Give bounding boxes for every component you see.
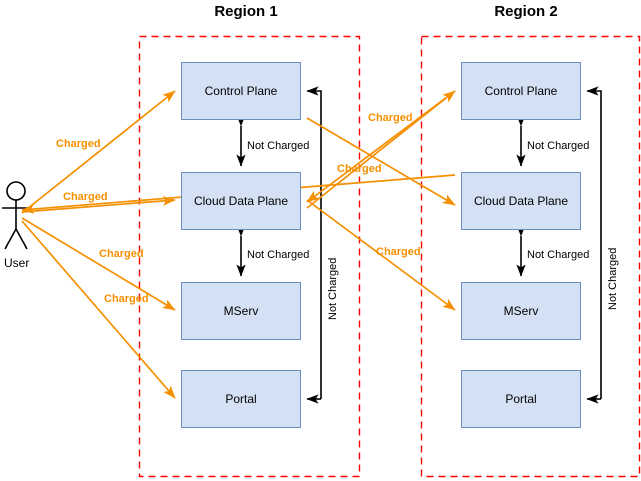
r1-charged-user-to-mserv bbox=[21, 217, 176, 311]
edge-label-user-to-r1-cloud-data-plane: Charged bbox=[63, 191, 108, 203]
edge-label-charged-to-r2-control-plane: Charged bbox=[368, 112, 413, 124]
region-1-boundary bbox=[138, 35, 361, 478]
region-2-title: Region 2 bbox=[494, 3, 558, 20]
edge-label-r1-cp-cdp: Not Charged bbox=[247, 140, 310, 152]
edge-label-charged-to-r1-cloud-data-plane: Charged bbox=[337, 163, 382, 175]
node-label: Cloud Data Plane bbox=[473, 194, 569, 208]
r1-charged-user-to-portal bbox=[21, 220, 176, 399]
charged-to-r2-mserv bbox=[306, 199, 456, 311]
region-2-boundary bbox=[420, 35, 641, 478]
region-1-title: Region 1 bbox=[214, 3, 278, 20]
r2-edge-portal-cp bbox=[586, 86, 602, 399]
r1-edge-portal-cp bbox=[306, 86, 322, 399]
edge-label-user-to-r1-control-plane: Charged bbox=[56, 138, 101, 150]
node-label: Portal bbox=[505, 392, 537, 406]
node-label: MServ bbox=[223, 304, 259, 318]
edge-label-r1-portal-cp-vertical: Not Charged bbox=[327, 257, 339, 320]
node-r1-control-plane[interactable]: Control Plane bbox=[181, 62, 301, 120]
user-actor-figure bbox=[2, 181, 30, 250]
node-r1-portal[interactable]: Portal bbox=[181, 370, 301, 428]
charged-to-r2-cloud-data-plane bbox=[306, 117, 456, 206]
node-r2-portal[interactable]: Portal bbox=[461, 370, 581, 428]
r1-charged-user-to-control-plane bbox=[21, 90, 176, 214]
node-r1-cloud-data-plane[interactable]: Cloud Data Plane bbox=[181, 172, 301, 230]
node-r2-control-plane[interactable]: Control Plane bbox=[461, 62, 581, 120]
edge-label-r1-cdp-mserv: Not Charged bbox=[247, 249, 310, 261]
edge-label-user-to-r1-portal: Charged bbox=[104, 293, 149, 305]
node-r2-cloud-data-plane[interactable]: Cloud Data Plane bbox=[461, 172, 581, 230]
node-label: Control Plane bbox=[484, 84, 558, 98]
edge-label-r2-cdp-mserv: Not Charged bbox=[527, 249, 590, 261]
node-label: Cloud Data Plane bbox=[193, 194, 289, 208]
edge-label-charged-to-r2-mserv: Charged bbox=[376, 246, 421, 258]
edge-label-user-to-r1-mserv: Charged bbox=[99, 248, 144, 260]
edge-label-r2-cp-cdp: Not Charged bbox=[527, 140, 590, 152]
r1-charged-user-to-cloud-data-plane bbox=[21, 196, 176, 213]
node-label: Control Plane bbox=[204, 84, 278, 98]
user-actor-label: User bbox=[4, 256, 30, 270]
node-label: Portal bbox=[225, 392, 257, 406]
node-r2-mserv[interactable]: MServ bbox=[461, 282, 581, 340]
node-r1-mserv[interactable]: MServ bbox=[181, 282, 301, 340]
edge-label-r2-portal-cp-vertical: Not Charged bbox=[607, 247, 619, 310]
node-label: MServ bbox=[503, 304, 539, 318]
charged-to-r2-control-plane bbox=[306, 90, 456, 209]
